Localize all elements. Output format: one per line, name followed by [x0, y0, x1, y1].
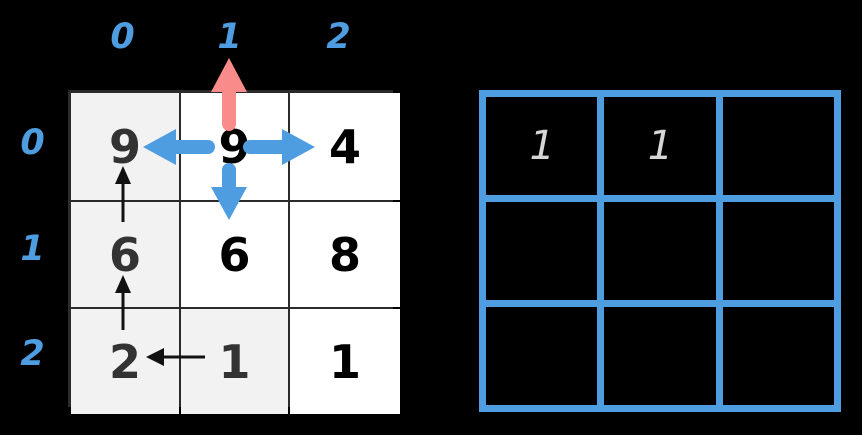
row-label-2: 2 [20, 334, 44, 374]
memo-cell-value: 1 [647, 123, 673, 169]
memo-cell-r2c0[interactable] [486, 307, 598, 405]
matrix-cell-r0c1[interactable]: 9 [181, 93, 288, 200]
memo-cell-value: 1 [529, 123, 554, 169]
matrix-cell-r2c1[interactable]: 1 [181, 309, 288, 414]
row-label-0: 0 [20, 123, 44, 163]
matrix-cell-r1c1[interactable]: 6 [181, 202, 288, 307]
matrix-cell-r2c2[interactable]: 1 [290, 309, 400, 414]
matrix-cell-value: 1 [328, 334, 361, 389]
column-label-2: 2 [326, 17, 350, 57]
matrix-cell-value: 9 [108, 119, 141, 174]
matrix-cell-r1c2[interactable]: 8 [290, 202, 400, 307]
memo-cell-r0c0[interactable]: 1 [486, 97, 598, 195]
matrix-grid: 9 9 4 6 6 8 2 1 1 [68, 90, 400, 414]
memo-cell-r2c1[interactable] [604, 307, 716, 405]
memo-cell-r1c0[interactable] [486, 202, 598, 300]
memo-panel: 1 1 [431, 0, 862, 435]
column-label-1: 1 [217, 17, 241, 57]
row-label-1: 1 [20, 229, 44, 269]
matrix-cell-r2c0[interactable]: 2 [71, 309, 179, 414]
memo-grid: 1 1 [479, 90, 841, 412]
matrix-cell-value: 8 [328, 227, 361, 282]
matrix-cell-value: 6 [218, 227, 251, 282]
memo-cell-r0c1[interactable]: 1 [604, 97, 716, 195]
matrix-panel: 0 1 2 0 1 2 9 9 4 6 6 8 [20, 17, 400, 414]
matrix-cell-value: 9 [218, 119, 251, 174]
matrix-cell-value: 4 [328, 119, 361, 174]
memo-cell-r2c2[interactable] [722, 307, 834, 405]
matrix-cell-value: 6 [108, 227, 141, 282]
memo-cell-r1c2[interactable] [722, 202, 834, 300]
column-label-0: 0 [110, 17, 134, 57]
matrix-cell-r1c0[interactable]: 6 [71, 202, 179, 307]
matrix-cell-value: 1 [218, 334, 251, 389]
matrix-cell-r0c2[interactable]: 4 [290, 93, 400, 200]
memo-cell-r1c1[interactable] [604, 202, 716, 300]
memo-cell-r0c2[interactable] [722, 97, 834, 195]
matrix-cell-r0c0[interactable]: 9 [71, 93, 179, 200]
matrix-cell-value: 2 [108, 334, 141, 389]
